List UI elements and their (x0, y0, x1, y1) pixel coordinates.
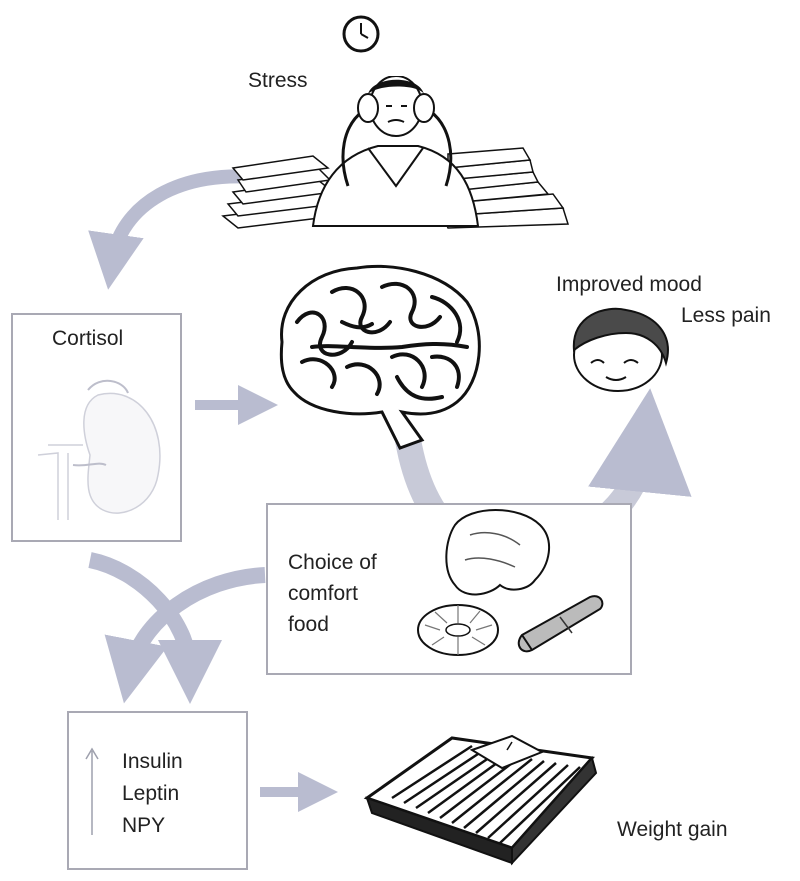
insulin-label: Insulin (122, 750, 183, 773)
arrow-cortisol-to-insulin (88, 552, 222, 704)
stress-label: Stress (248, 69, 308, 92)
weight-gain-label: Weight gain (617, 818, 728, 841)
cortisol-label: Cortisol (52, 327, 124, 350)
less-pain-label: Less pain (681, 304, 771, 327)
hormones-box (67, 711, 248, 870)
choice-label-line3: food (288, 613, 329, 636)
choice-label-line2: comfort (288, 582, 359, 605)
choice-label-line1: Choice of (288, 551, 377, 574)
arrow-stress-to-cortisol (88, 169, 266, 290)
up-arrow-icon (85, 747, 99, 835)
improved-mood-label: Improved mood (556, 273, 702, 296)
leptin-label: Leptin (122, 782, 180, 805)
adrenal-gland-illustration (37, 379, 161, 520)
clock-icon (342, 15, 380, 53)
bathroom-scale-illustration (363, 734, 598, 866)
comfort-food-illustration (417, 509, 604, 656)
npy-label: NPY (122, 814, 166, 837)
happy-face-illustration (572, 307, 669, 392)
brain-illustration (279, 264, 481, 450)
arrow-food-to-insulin (104, 567, 266, 704)
stressed-person-illustration (221, 76, 570, 229)
